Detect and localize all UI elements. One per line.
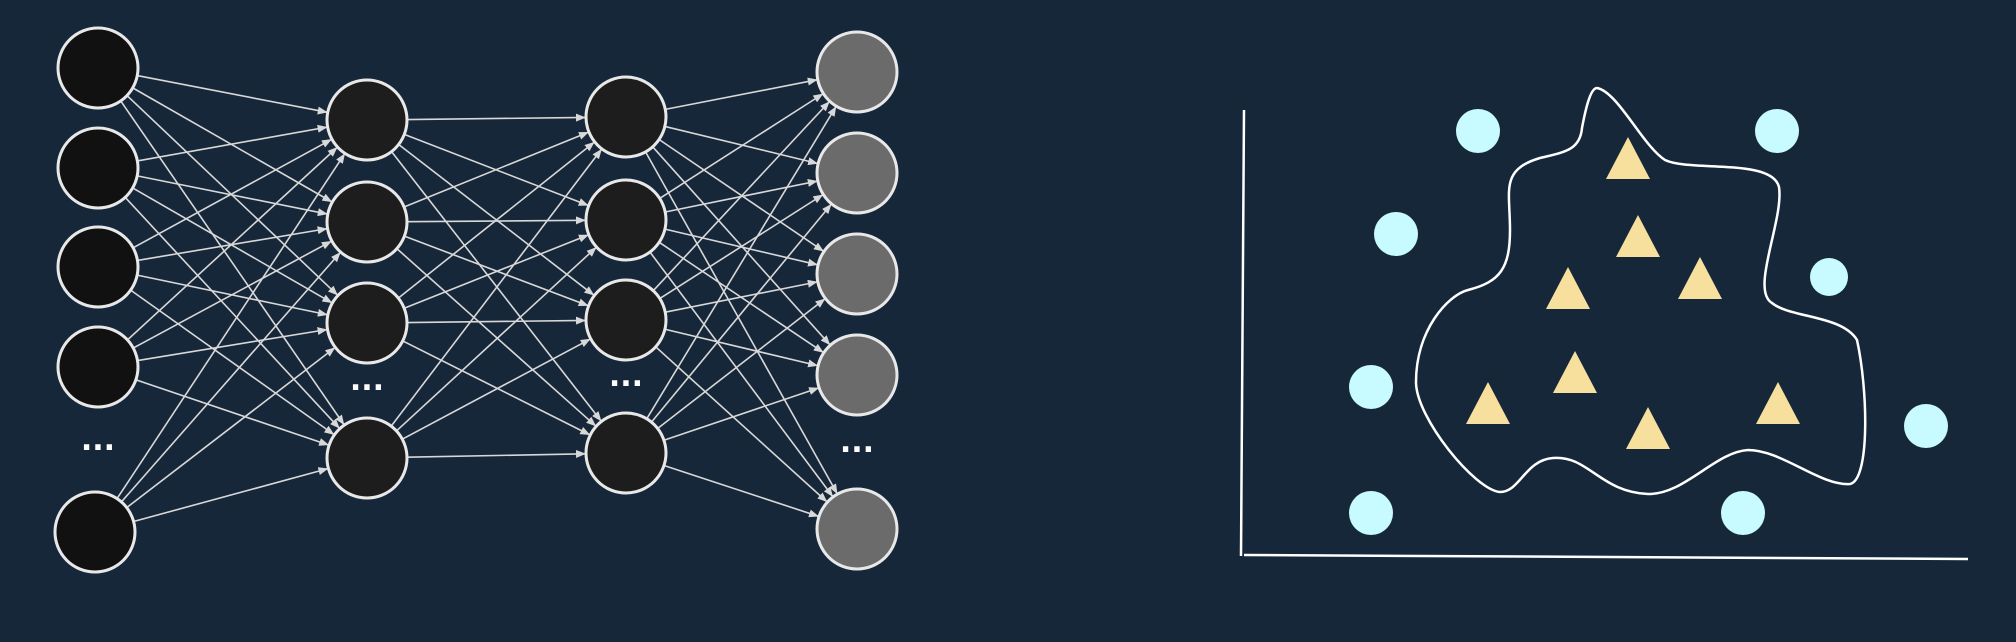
edge-l0-3-to-2 bbox=[137, 327, 328, 362]
class-a-point-7 bbox=[1349, 491, 1393, 535]
neural-network-diagram: ............ bbox=[53, 26, 899, 574]
hidden-2-ellipsis: ... bbox=[609, 359, 643, 394]
connection-edges bbox=[116, 74, 838, 523]
edge-l2-0-to-3 bbox=[652, 146, 831, 346]
edge-l1-1-to-2 bbox=[404, 235, 589, 307]
edge-l1-1-to-0 bbox=[403, 131, 589, 208]
edge-l1-2-to-1 bbox=[403, 234, 589, 309]
hidden-2-neuron-4 bbox=[584, 411, 668, 495]
class-a-point-1 bbox=[1456, 109, 1500, 153]
hidden-1-neuron-2 bbox=[325, 180, 409, 264]
class-b-point-6 bbox=[1466, 382, 1510, 424]
edge-l2-0-to-2 bbox=[658, 138, 824, 252]
class-b-point-3 bbox=[1546, 267, 1590, 309]
input-neuron-3 bbox=[56, 225, 140, 309]
output-neuron-5 bbox=[815, 487, 899, 571]
edge-l2-3-to-4 bbox=[663, 464, 820, 518]
edge-l0-3-to-3 bbox=[135, 379, 330, 446]
edge-l2-2-to-1 bbox=[659, 194, 824, 300]
class-b-point-2 bbox=[1616, 215, 1660, 257]
hidden-2-neuron-1 bbox=[584, 75, 668, 159]
hidden-2-neuron-3 bbox=[584, 278, 668, 362]
edge-l0-1-to-3 bbox=[124, 196, 340, 429]
edge-l0-4-to-3 bbox=[133, 467, 329, 523]
x-axis bbox=[1243, 553, 1969, 561]
input-neuron-5 bbox=[53, 490, 137, 574]
edge-l1-2-to-0 bbox=[397, 141, 595, 299]
ellipsis-markers: ............ bbox=[81, 359, 874, 460]
class-a-point-5 bbox=[1349, 365, 1393, 409]
hidden-1-neuron-4 bbox=[325, 416, 409, 500]
edge-l2-1-to-4 bbox=[649, 251, 834, 497]
class-a-point-2 bbox=[1755, 109, 1799, 153]
class-a-point-4 bbox=[1810, 258, 1848, 296]
edge-l0-1-to-0 bbox=[137, 124, 328, 162]
edge-l1-2-to-3 bbox=[402, 340, 591, 436]
hidden-2-neuron-2 bbox=[584, 178, 668, 262]
edge-l0-2-to-3 bbox=[130, 289, 335, 435]
edge-l0-3-to-0 bbox=[126, 147, 338, 341]
class-b-point-5 bbox=[1553, 351, 1597, 393]
edge-l0-2-to-0 bbox=[132, 138, 332, 249]
output-neuron-4 bbox=[815, 333, 899, 417]
class-a-point-3 bbox=[1374, 212, 1418, 256]
edge-l1-0-to-3 bbox=[390, 151, 602, 422]
class-b-points bbox=[1466, 137, 1800, 449]
hidden-1-neuron-1 bbox=[325, 78, 409, 162]
input-ellipsis: ... bbox=[81, 423, 115, 458]
edge-l2-0-to-0 bbox=[665, 77, 818, 111]
edge-l0-0-to-0 bbox=[137, 74, 328, 115]
edge-l2-1-to-0 bbox=[659, 93, 824, 200]
edge-l1-2-to-2 bbox=[406, 316, 587, 325]
class-a-points bbox=[1349, 109, 1948, 535]
edge-l2-0-to-1 bbox=[664, 125, 819, 166]
edge-l1-1-to-3 bbox=[396, 248, 597, 427]
edge-l0-1-to-1 bbox=[137, 175, 328, 217]
class-b-point-1 bbox=[1606, 137, 1650, 179]
neurons bbox=[53, 26, 899, 574]
hidden-1-ellipsis: ... bbox=[350, 363, 384, 398]
output-neuron-2 bbox=[815, 131, 899, 215]
edge-l2-2-to-3 bbox=[664, 328, 819, 368]
edge-l2-3-to-0 bbox=[646, 106, 837, 420]
class-a-point-8 bbox=[1721, 491, 1765, 535]
output-ellipsis: ... bbox=[840, 425, 874, 460]
edge-l2-2-to-4 bbox=[655, 346, 828, 503]
edge-l2-2-to-0 bbox=[652, 101, 830, 292]
edge-l1-3-to-2 bbox=[401, 338, 591, 440]
edge-l1-3-to-3 bbox=[406, 449, 587, 459]
edge-l2-2-to-2 bbox=[665, 279, 818, 313]
edge-l0-4-to-0 bbox=[116, 153, 346, 500]
input-neuron-1 bbox=[56, 26, 140, 110]
input-neuron-2 bbox=[56, 126, 140, 210]
edge-l1-3-to-0 bbox=[390, 148, 602, 427]
edge-l0-4-to-1 bbox=[120, 252, 341, 503]
edge-l2-3-to-2 bbox=[657, 298, 826, 430]
edge-l2-3-to-1 bbox=[650, 203, 832, 423]
y-axis bbox=[1239, 109, 1246, 557]
input-neuron-4 bbox=[56, 325, 140, 409]
class-b-point-4 bbox=[1678, 257, 1722, 299]
decision-boundary-curve bbox=[1414, 86, 1867, 496]
edge-l0-3-to-1 bbox=[132, 240, 332, 349]
class-a-point-6 bbox=[1904, 404, 1948, 448]
edge-l1-3-to-1 bbox=[395, 247, 597, 432]
edge-l1-0-to-0 bbox=[406, 113, 587, 122]
output-neuron-1 bbox=[815, 30, 899, 114]
edge-l0-4-to-2 bbox=[126, 347, 336, 509]
edge-l2-3-to-3 bbox=[663, 387, 820, 441]
class-b-point-8 bbox=[1756, 382, 1800, 424]
hidden-1-neuron-3 bbox=[325, 281, 409, 365]
output-neuron-3 bbox=[815, 232, 899, 316]
class-b-point-7 bbox=[1626, 407, 1670, 449]
